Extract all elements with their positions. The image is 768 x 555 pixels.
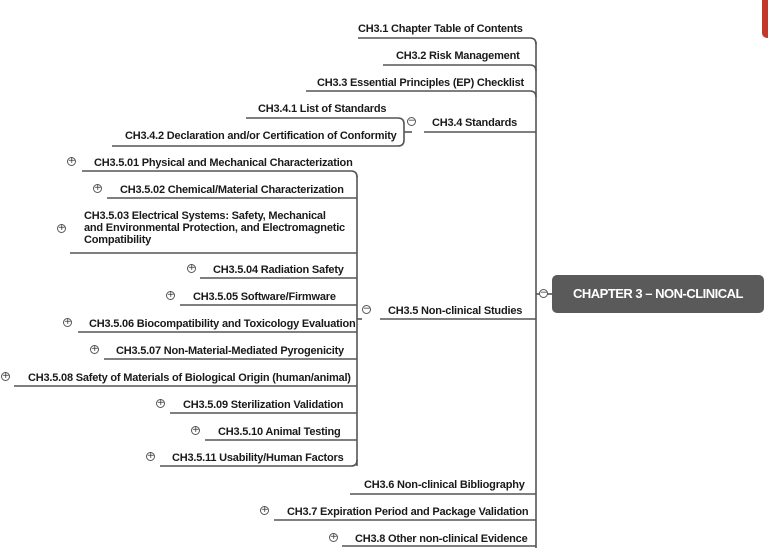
ch3-8-expand-toggle[interactable]: + <box>329 532 338 542</box>
node-ch3-8[interactable]: CH3.8 Other non-clinical Evidence <box>355 533 528 545</box>
ch3-5-05-expand-toggle[interactable]: + <box>166 290 175 300</box>
ch3-5-08-expand-toggle[interactable]: + <box>1 371 10 381</box>
node-ch3-6[interactable]: CH3.6 Non-clinical Bibliography <box>364 479 525 491</box>
node-ch3-5-01[interactable]: CH3.5.01 Physical and Mechanical Charact… <box>94 157 353 169</box>
node-ch3-5-10[interactable]: CH3.5.10 Animal Testing <box>218 426 341 438</box>
node-ch3-5-07[interactable]: CH3.5.07 Non-Material-Mediated Pyrogenic… <box>116 345 344 357</box>
root-node[interactable]: CHAPTER 3 – NON-CLINICAL EVIDENCE <box>552 275 764 339</box>
root-collapse-toggle[interactable]: − <box>539 288 548 298</box>
node-ch3-5-02[interactable]: CH3.5.02 Chemical/Material Characterizat… <box>120 184 344 196</box>
node-ch3-1[interactable]: CH3.1 Chapter Table of Contents <box>358 23 523 35</box>
ch3-7-expand-toggle[interactable]: + <box>260 505 269 515</box>
node-ch3-3[interactable]: CH3.3 Essential Principles (EP) Checklis… <box>317 77 524 89</box>
ch3-4-collapse-toggle[interactable]: − <box>407 116 416 126</box>
node-ch3-5-03[interactable]: CH3.5.03 Electrical Systems: Safety, Mec… <box>84 210 345 246</box>
ch3-5-collapse-toggle[interactable]: − <box>362 304 371 314</box>
ch3-5-07-expand-toggle[interactable]: + <box>90 344 99 354</box>
node-ch3-5[interactable]: CH3.5 Non-clinical Studies <box>388 305 523 317</box>
ch3-5-11-expand-toggle[interactable]: + <box>146 451 155 461</box>
node-ch3-5-11[interactable]: CH3.5.11 Usability/Human Factors <box>172 452 344 464</box>
node-ch3-5-05[interactable]: CH3.5.05 Software/Firmware <box>193 291 336 303</box>
node-ch3-5-04[interactable]: CH3.5.04 Radiation Safety <box>213 264 344 276</box>
ch3-5-04-expand-toggle[interactable]: + <box>187 263 196 273</box>
ch3-5-09-expand-toggle[interactable]: + <box>156 398 165 408</box>
node-ch3-7[interactable]: CH3.7 Expiration Period and Package Vali… <box>287 506 529 518</box>
node-ch3-5-08[interactable]: CH3.5.08 Safety of Materials of Biologic… <box>28 372 351 384</box>
ch3-5-02-expand-toggle[interactable]: + <box>93 183 102 193</box>
ch3-5-03-expand-toggle[interactable]: + <box>57 223 66 233</box>
node-ch3-4-2[interactable]: CH3.4.2 Declaration and/or Certification… <box>125 130 397 142</box>
node-ch3-4[interactable]: CH3.4 Standards <box>432 117 518 129</box>
node-ch3-5-09[interactable]: CH3.5.09 Sterilization Validation <box>183 399 344 411</box>
node-ch3-5-06[interactable]: CH3.5.06 Biocompatibility and Toxicology… <box>89 318 356 330</box>
ch3-5-06-expand-toggle[interactable]: + <box>63 317 72 327</box>
adjacent-node-edge <box>762 0 768 38</box>
node-ch3-4-1[interactable]: CH3.4.1 List of Standards <box>258 103 387 115</box>
ch3-5-10-expand-toggle[interactable]: + <box>191 425 200 435</box>
ch3-5-01-expand-toggle[interactable]: + <box>67 156 76 166</box>
node-ch3-2[interactable]: CH3.2 Risk Management <box>396 50 520 62</box>
